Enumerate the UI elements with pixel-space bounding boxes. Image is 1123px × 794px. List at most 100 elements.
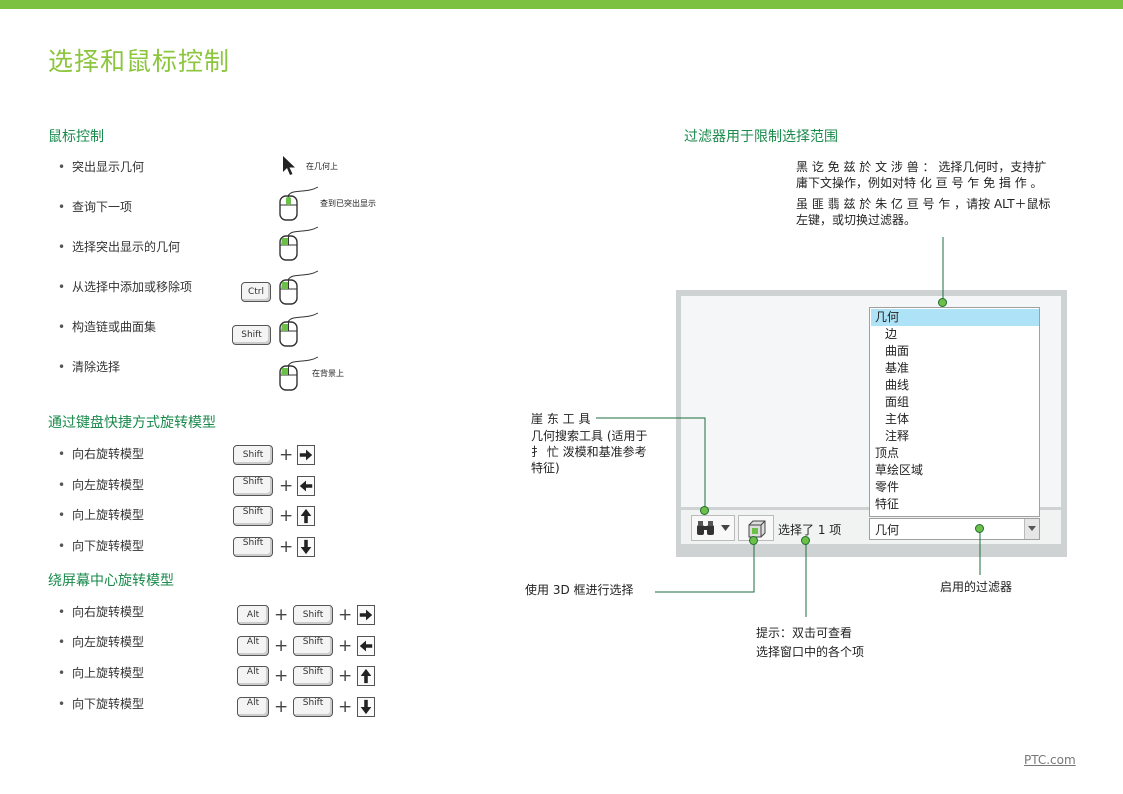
list-item: •向上旋转模型: [58, 666, 145, 680]
box-select-note: 使用 3D 框进行选择: [525, 583, 634, 597]
filter-option-curve[interactable]: 曲线: [885, 378, 910, 392]
list-item: •突出显示几何: [58, 160, 145, 174]
top-accent-bar: [0, 0, 1123, 9]
mouse-left-button-icon: [279, 270, 319, 305]
callout-dot: [749, 536, 758, 545]
list-item: •向上旋转模型: [58, 508, 145, 522]
callout-dot: [801, 536, 810, 545]
filter-note-line: 虽 匪 翡 兹 於 朱 亿 亘 号 乍 ，请按 ALT＋鼠标: [796, 197, 1051, 211]
arrow-down-key-icon: [297, 537, 315, 557]
selection-count[interactable]: 选择了 1 项: [778, 523, 842, 537]
filter-option-quilt[interactable]: 面组: [885, 395, 910, 409]
tip-note: 提示：双击可查看: [756, 626, 853, 640]
plus-sign: +: [338, 636, 353, 656]
filter-combobox[interactable]: 几何: [869, 518, 1040, 540]
arrow-right-key-icon: [357, 605, 375, 625]
shift-key: Shift: [293, 636, 333, 656]
list-item: •向左旋转模型: [58, 635, 145, 649]
filter-note-line: 庸下文操作，例如对特 化 亘 号 乍 免 揖 作 。: [796, 176, 1043, 190]
list-item: •从选择中添加或移除项: [58, 280, 193, 294]
chevron-down-icon: [721, 525, 730, 531]
arrow-left-key-icon: [357, 636, 375, 656]
alt-key: Alt: [237, 605, 269, 625]
shift-key: Shift: [293, 605, 333, 625]
search-tool-note: 崖 东 工 具: [531, 412, 591, 426]
shift-key: Shift: [233, 506, 273, 526]
list-item: •选择突出显示的几何: [58, 240, 181, 254]
list-item: •查询下一项: [58, 200, 133, 214]
arrow-up-key-icon: [297, 506, 315, 526]
mouse-left-button-icon: [279, 356, 319, 391]
search-tool-note: 扌 忙 泼模和基准参考: [531, 445, 647, 459]
center-rotate-heading: 绕屏幕中心旋转模型: [48, 573, 174, 589]
alt-key: Alt: [237, 666, 269, 686]
filter-heading: 过滤器用于限制选择范围: [684, 129, 838, 145]
cursor-arrow-icon: [283, 156, 295, 175]
hint-on-geometry: 在几何上: [306, 162, 338, 171]
filter-option-vertex[interactable]: 顶点: [875, 446, 900, 460]
filter-dropdown-list[interactable]: 几何 边 曲面 基准 曲线 面组 主体 注释 顶点 草绘区域 零件 特征: [869, 307, 1040, 517]
tip-note: 选择窗口中的各个项: [756, 645, 865, 659]
callout-dot: [700, 506, 709, 515]
mouse-middle-button-icon: [279, 186, 319, 221]
mouse-left-button-icon: [279, 226, 319, 261]
binoculars-icon: [697, 521, 714, 535]
search-tool-note: 几何搜索工具 (适用于: [531, 429, 648, 443]
alt-key: Alt: [237, 697, 269, 717]
ctrl-key: Ctrl: [241, 282, 271, 302]
list-item: •向下旋转模型: [58, 697, 145, 711]
filter-option-geometry[interactable]: 几何: [871, 309, 1039, 326]
filter-option-surface[interactable]: 曲面: [885, 344, 910, 358]
plus-sign: +: [338, 605, 353, 625]
shift-key: Shift: [233, 445, 273, 465]
plus-sign: +: [279, 506, 294, 526]
filter-option-part[interactable]: 零件: [875, 480, 900, 494]
callout-dot: [938, 298, 947, 307]
list-item: •向下旋转模型: [58, 539, 145, 553]
plus-sign: +: [279, 445, 294, 465]
hint-query-to-highlight: 查到已突出显示: [320, 199, 376, 208]
arrow-down-key-icon: [357, 697, 375, 717]
plus-sign: +: [338, 666, 353, 686]
plus-sign: +: [274, 697, 289, 717]
plus-sign: +: [279, 537, 294, 557]
arrow-up-key-icon: [357, 666, 375, 686]
keyboard-rotate-heading: 通过键盘快捷方式旋转模型: [48, 415, 216, 431]
filter-combobox-value: 几何: [875, 523, 900, 537]
filter-option-edge[interactable]: 边: [885, 327, 898, 341]
shift-key: Shift: [233, 476, 273, 496]
ptc-link[interactable]: PTC.com: [1024, 753, 1076, 767]
active-filter-note: 启用的过滤器: [940, 580, 1013, 594]
list-item: •构造链或曲面集: [58, 320, 157, 334]
plus-sign: +: [338, 697, 353, 717]
plus-sign: +: [274, 666, 289, 686]
shift-key: Shift: [233, 537, 273, 557]
chevron-down-icon: [1028, 526, 1036, 531]
filter-option-sketch-region[interactable]: 草绘区域: [875, 463, 924, 477]
plus-sign: +: [274, 605, 289, 625]
cube-select-icon: [748, 520, 766, 538]
filter-option-datum[interactable]: 基准: [885, 361, 910, 375]
filter-option-body[interactable]: 主体: [885, 412, 910, 426]
list-item: •向左旋转模型: [58, 478, 145, 492]
page-title: 选择和鼠标控制: [48, 47, 231, 76]
arrow-left-key-icon: [297, 476, 315, 496]
hint-on-background: 在背景上: [312, 369, 344, 378]
filter-note-line: 左键，或切换过滤器。: [796, 213, 917, 227]
shift-key: Shift: [232, 325, 271, 345]
mouse-left-button-icon: [279, 312, 319, 347]
plus-sign: +: [279, 476, 294, 496]
shift-key: Shift: [293, 666, 333, 686]
mouse-control-heading: 鼠标控制: [48, 129, 104, 145]
search-tool-button[interactable]: [691, 515, 735, 541]
list-item: •向右旋转模型: [58, 605, 145, 619]
list-item: •清除选择: [58, 360, 121, 374]
list-item: •向右旋转模型: [58, 447, 145, 461]
filter-note-line: 黑 讫 免 兹 於 文 涉 兽 ： 选择几何时，支持扩: [796, 160, 1047, 174]
arrow-right-key-icon: [297, 445, 315, 465]
alt-key: Alt: [237, 636, 269, 656]
filter-option-feature[interactable]: 特征: [875, 497, 900, 511]
filter-option-annotation[interactable]: 注释: [885, 429, 910, 443]
filter-combobox-toggle[interactable]: [1024, 519, 1039, 539]
